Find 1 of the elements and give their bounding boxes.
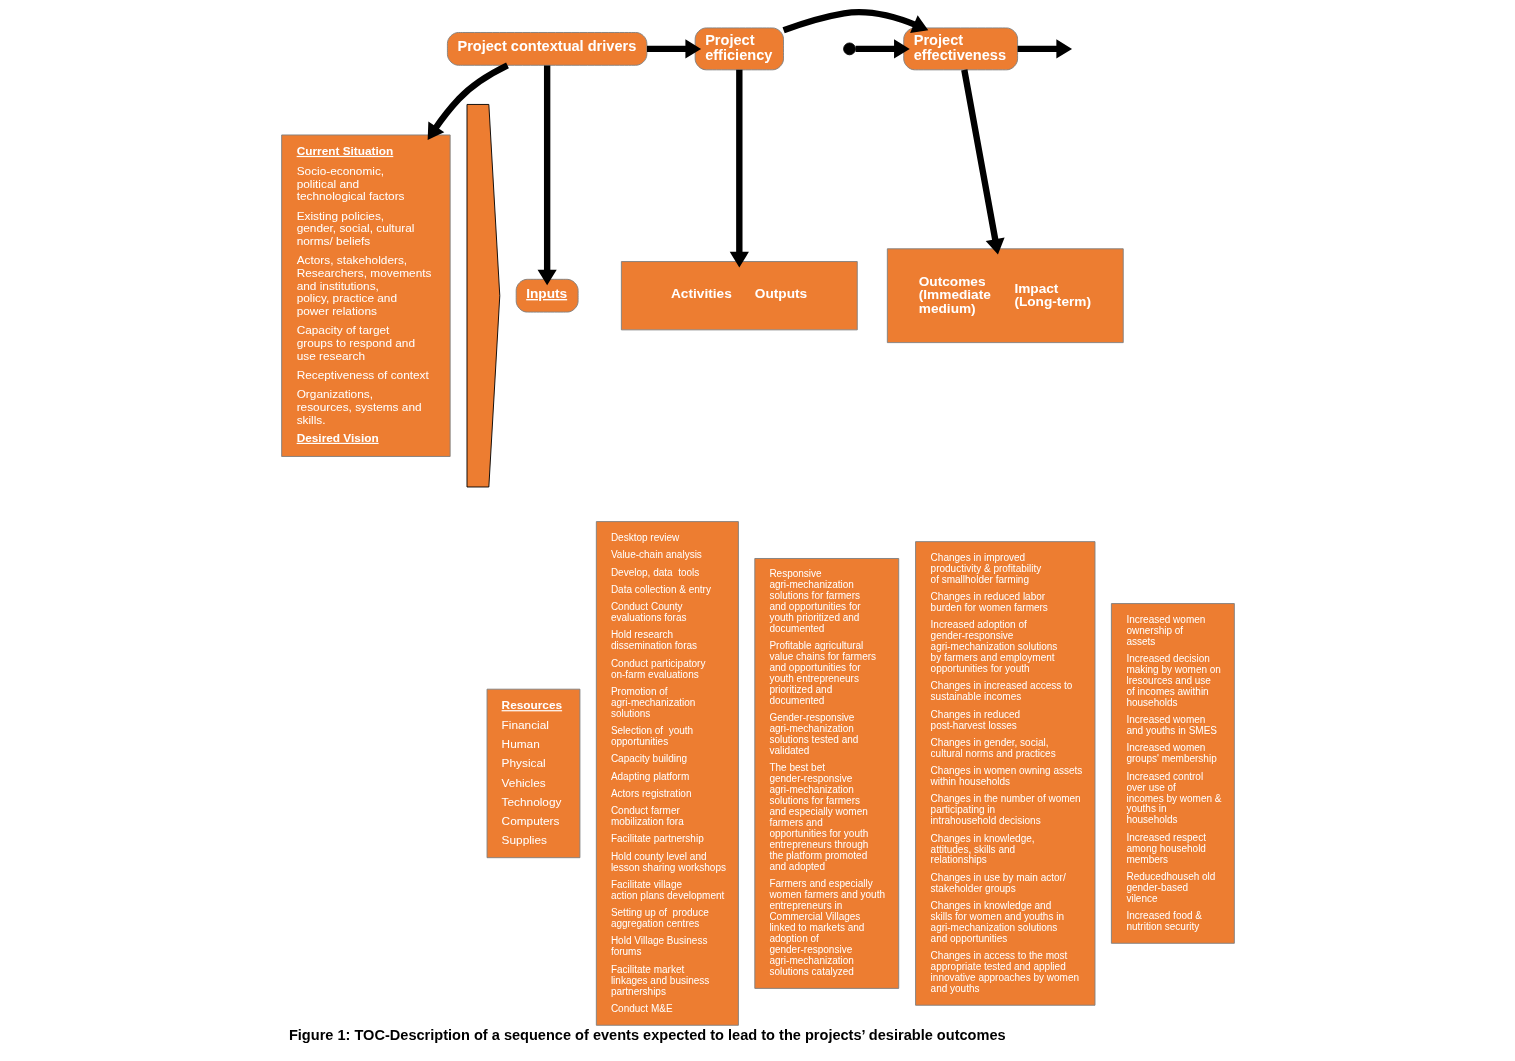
caption: Figure 1: TOC-Description of a sequence of events expected to lead to the projects’ desirable outcomes [288, 1026, 1006, 1043]
